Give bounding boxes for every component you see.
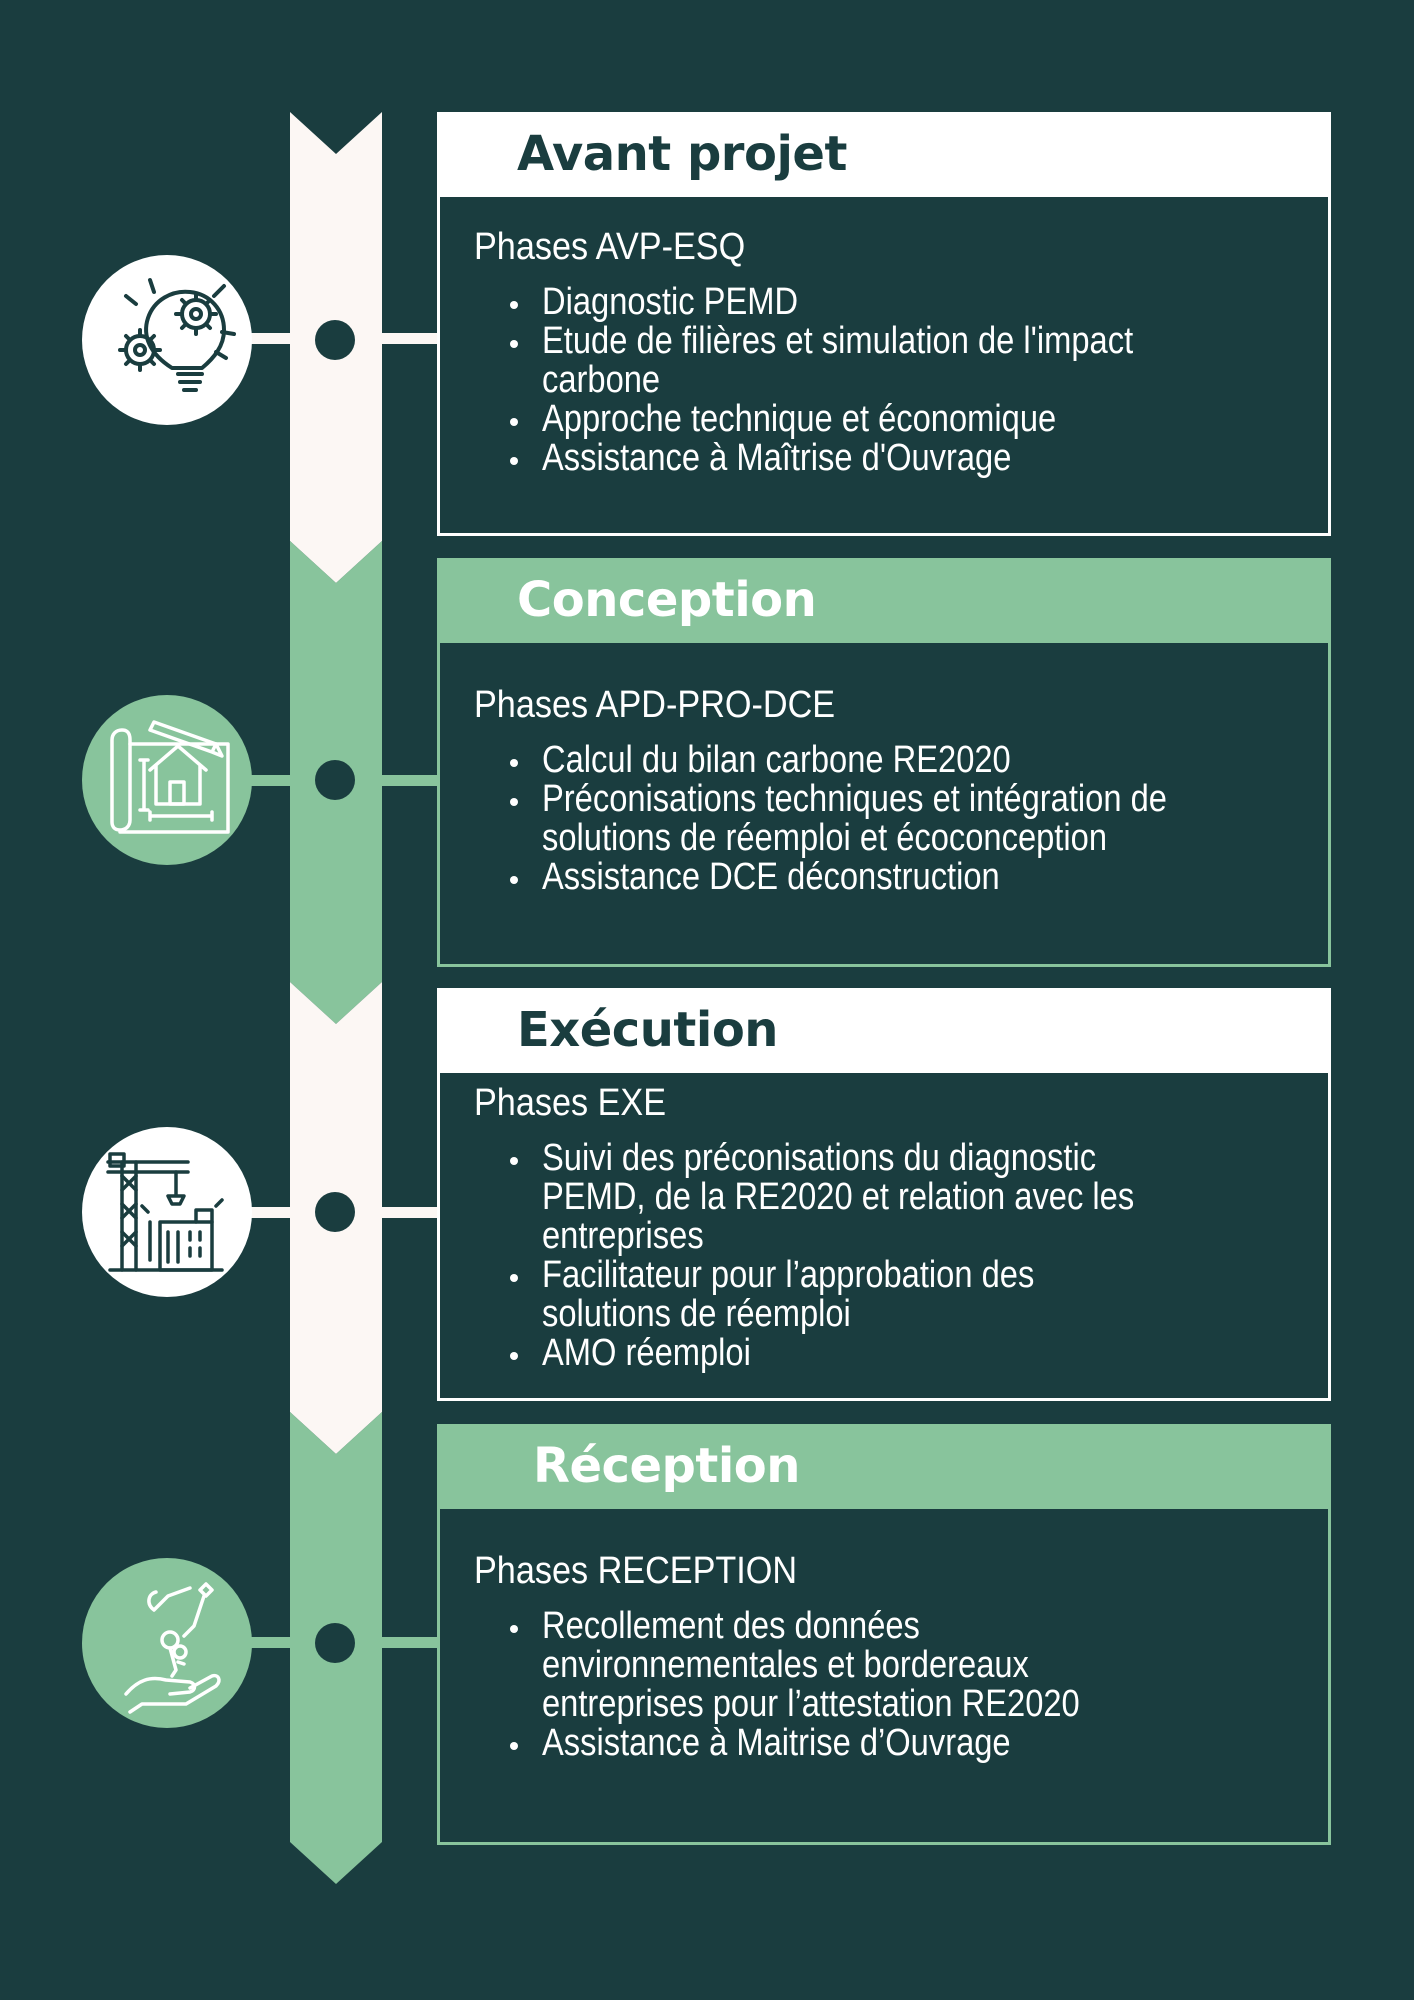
icon-circle-2 [82, 695, 252, 865]
node-dot-3 [315, 1192, 355, 1232]
icon-circle-1 [82, 255, 252, 425]
list-item: Recollement des données environnementale… [506, 1607, 1328, 1724]
phase-item-list: Calcul du bilan carbone RE2020 Préconisa… [474, 741, 1328, 897]
phase-title-reception: Réception [437, 1424, 1331, 1508]
phase-subtitle: Phases AVP-ESQ [474, 226, 746, 268]
icon-circle-4 [82, 1558, 252, 1728]
node-dot-4 [315, 1623, 355, 1663]
phase-item-list: Recollement des données environnementale… [474, 1607, 1328, 1763]
list-item: Facilitateur pour l’approbation des solu… [506, 1256, 1328, 1334]
list-item: AMO réemploi [506, 1334, 1328, 1373]
phase-item-list: Diagnostic PEMD Etude de filières et sim… [474, 283, 1328, 478]
list-item: Diagnostic PEMD [506, 283, 1328, 322]
phase-box-avant-projet: Phases AVP-ESQ Diagnostic PEMD Etude de … [437, 194, 1331, 536]
node-dot-1 [315, 320, 355, 360]
list-item: Assistance DCE déconstruction [506, 858, 1328, 897]
phase-box-conception: Phases APD-PRO-DCE Calcul du bilan carbo… [437, 640, 1331, 967]
list-item: Préconisations techniques et intégration… [506, 780, 1328, 858]
phase-box-execution: Phases EXE Suivi des préconisations du d… [437, 1070, 1331, 1401]
list-item: Suivi des préconisations du diagnostic P… [506, 1139, 1328, 1256]
keys-hand-icon [124, 1582, 221, 1714]
list-item: Etude de filières et simulation de l'imp… [506, 322, 1328, 400]
list-item: Assistance à Maitrise d’Ouvrage [506, 1724, 1328, 1763]
lightbulb-gears-icon [118, 278, 236, 392]
icon-circle-3 [82, 1127, 252, 1297]
list-item: Calcul du bilan carbone RE2020 [506, 741, 1328, 780]
phase-subtitle: Phases APD-PRO-DCE [474, 684, 836, 726]
house-blueprint-icon [110, 720, 230, 834]
phase-item-list: Suivi des préconisations du diagnostic P… [474, 1139, 1328, 1373]
phase-subtitle: Phases RECEPTION [474, 1550, 798, 1592]
phase-box-reception: Phases RECEPTION Recollement des données… [437, 1506, 1331, 1845]
phase-title-conception: Conception [437, 558, 1331, 642]
node-dot-2 [315, 760, 355, 800]
crane-building-icon [106, 1152, 224, 1272]
phase-title-avant-projet: Avant projet [437, 112, 1331, 196]
list-item: Assistance à Maîtrise d'Ouvrage [506, 439, 1328, 478]
phase-title-execution: Exécution [437, 988, 1331, 1072]
list-item: Approche technique et économique [506, 400, 1328, 439]
phase-subtitle: Phases EXE [474, 1082, 667, 1124]
